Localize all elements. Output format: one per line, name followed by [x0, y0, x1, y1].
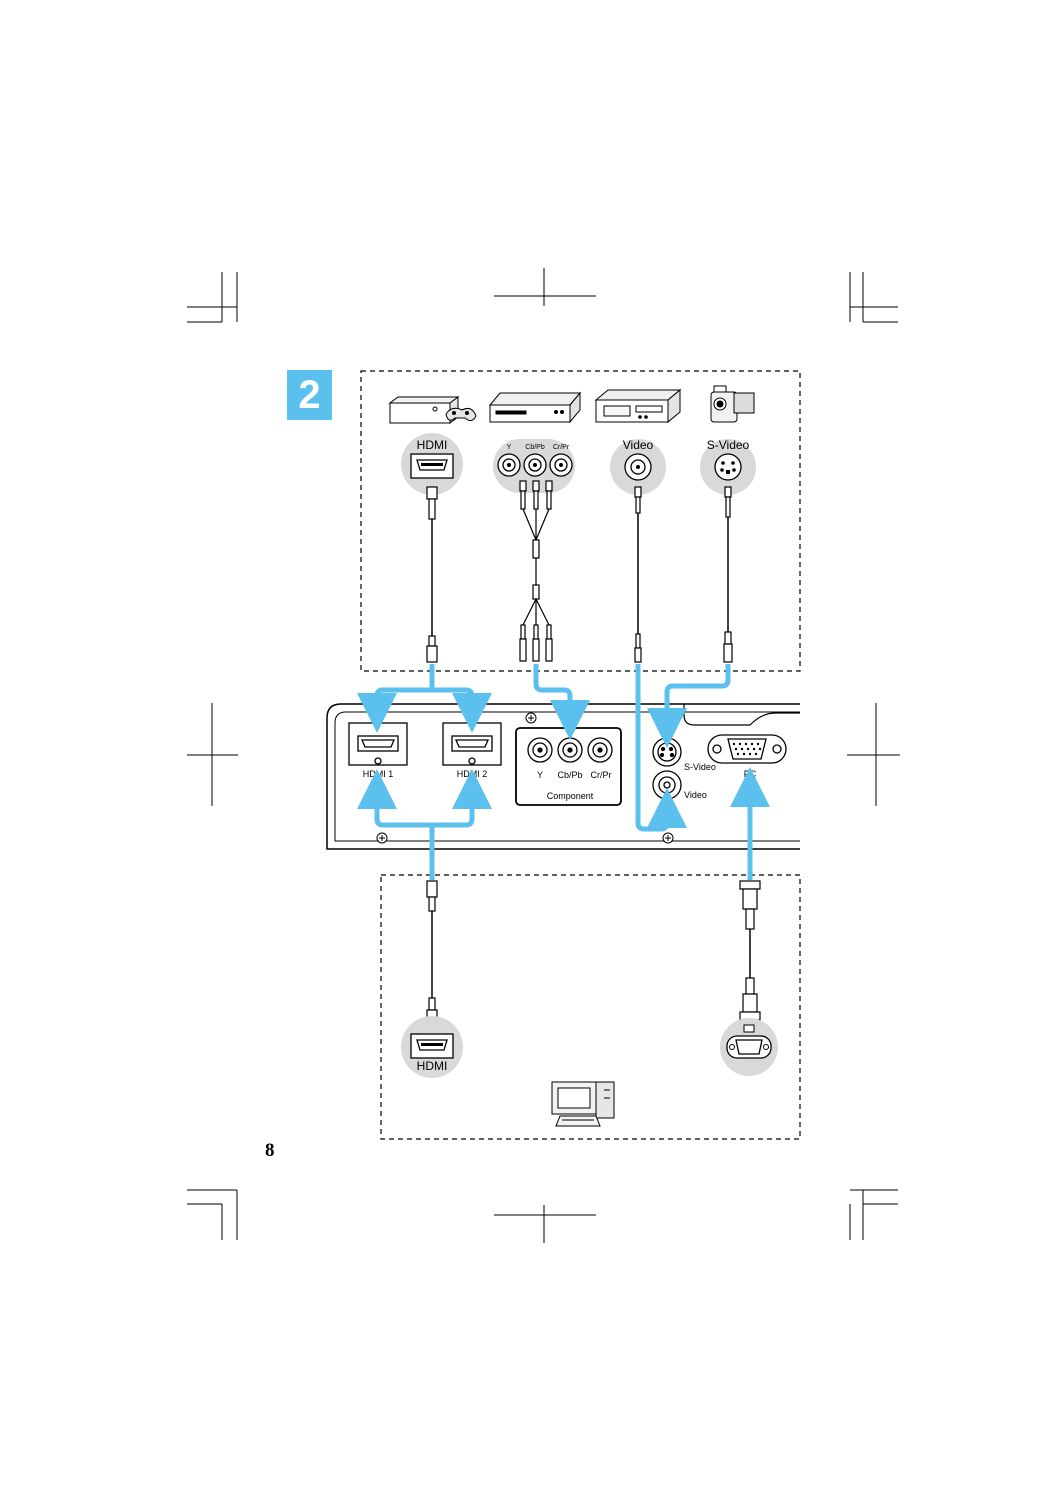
vcr-icon	[594, 388, 682, 424]
video-label: Video	[684, 790, 707, 800]
comp-cb-label: Cb/Pb	[557, 770, 582, 780]
vga-port-icon	[707, 734, 787, 764]
hdmi2-port	[442, 722, 502, 766]
screw-icon	[376, 712, 674, 844]
source-component-ports	[493, 439, 575, 493]
component-ports	[527, 737, 613, 763]
computer-icon	[551, 1081, 615, 1127]
dvd-player-icon	[488, 391, 582, 424]
page-number: 8	[265, 1140, 275, 1161]
hdmi1-label: HDMI 1	[363, 769, 394, 779]
component-label: Component	[547, 791, 594, 801]
source-video-port	[610, 439, 666, 495]
svideo-label: S-Video	[684, 762, 716, 772]
arrow-component	[533, 664, 590, 740]
source-svideo-label: S-Video	[707, 438, 750, 452]
arrow-video	[635, 664, 687, 832]
source-video-label: Video	[623, 438, 654, 452]
connection-arrows	[357, 664, 770, 880]
component-cable	[519, 480, 553, 662]
vga-cable	[739, 880, 761, 1021]
hdmi-cable	[426, 486, 438, 663]
source-hdmi-label: HDMI	[417, 438, 448, 452]
svideo-cable	[723, 486, 733, 663]
computer-hdmi-cable	[426, 880, 438, 1027]
crop-marks	[187, 268, 900, 1243]
computer-dashed-box	[380, 874, 801, 1140]
game-console-icon	[388, 396, 477, 424]
source-svideo-port	[700, 439, 756, 495]
arrow-hdmi-computer	[374, 789, 472, 880]
hdmi2-label: HDMI 2	[457, 769, 488, 779]
video-cable	[634, 486, 642, 663]
comp-cr-label: Cr/Pr	[591, 770, 612, 780]
source-comp-y-label: Y	[507, 444, 512, 451]
sources-dashed-box	[360, 370, 801, 672]
comp-y-label: Y	[537, 770, 543, 780]
computer-hdmi-port	[401, 1016, 463, 1078]
computer-hdmi-label: HDMI	[417, 1059, 448, 1073]
source-comp-cb-label: Cb/Pb	[525, 444, 545, 451]
arrow-svideo	[647, 664, 731, 748]
source-hdmi-port	[401, 433, 463, 495]
computer-vga-port	[720, 1018, 778, 1076]
camcorder-icon	[710, 385, 755, 423]
svideo-port	[652, 737, 682, 767]
arrow-hdmi-source-left	[357, 687, 432, 733]
hdmi1-port	[348, 722, 408, 766]
pc-label: PC	[744, 769, 757, 779]
step-badge: 2	[287, 370, 332, 420]
video-port	[652, 770, 682, 800]
source-comp-cr-label: Cr/Pr	[553, 444, 570, 451]
arrow-hdmi-computer-left	[357, 769, 432, 828]
